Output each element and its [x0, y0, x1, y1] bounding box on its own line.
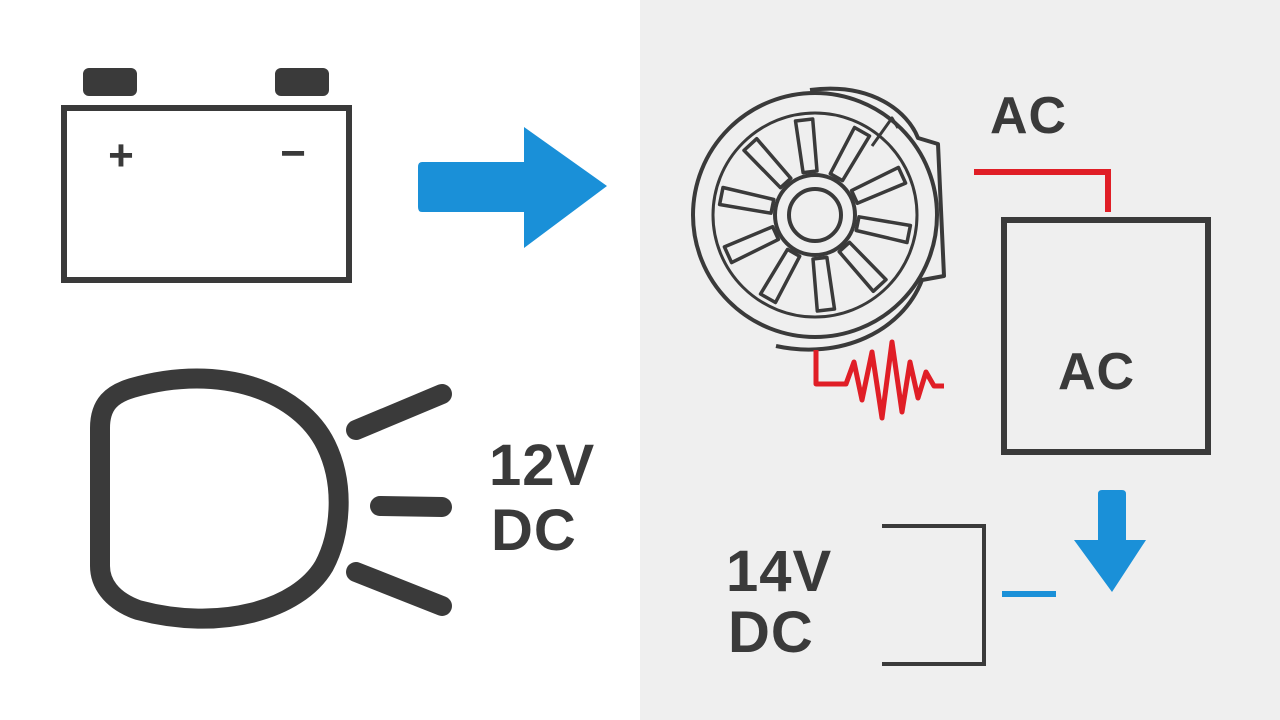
alternator-spoke [849, 165, 908, 206]
voltage-dc-label: DC [491, 498, 577, 563]
alternator-spoke [854, 215, 913, 245]
ac-top-label: AC [990, 87, 1068, 145]
alternator-spoke [758, 247, 802, 305]
ac-waveform-icon [813, 339, 944, 421]
alternator-hub-inner [787, 187, 843, 243]
alternator-spoke [717, 185, 776, 215]
right-diagram [640, 0, 1280, 720]
headlight-housing [90, 368, 349, 629]
voltage-dc-label-right: DC [728, 600, 814, 665]
arrow-down-icon [1074, 490, 1146, 592]
alternator-hub [773, 173, 857, 257]
right-background [640, 0, 1280, 720]
alternator-spoke [722, 224, 781, 265]
alternator-spoke [811, 255, 837, 313]
arrow-right-icon [418, 127, 607, 248]
battery-positive-sign: + [108, 131, 134, 180]
light-beam-middle [370, 496, 452, 517]
battery-body [61, 105, 352, 283]
alternator-spoke [742, 136, 793, 190]
dc-output-bracket [882, 524, 986, 666]
alternator-spoke [828, 125, 872, 183]
left-panel: + − 12V DC [61, 68, 607, 629]
battery-icon: + − [61, 68, 352, 283]
battery-terminal-right [275, 68, 329, 96]
alternator-housing [775, 86, 946, 352]
ac-box-label: AC [1058, 343, 1136, 401]
voltage-14v-label: 14V [726, 539, 833, 604]
alternator-brush [870, 116, 900, 147]
light-beam-bottom [346, 562, 452, 616]
alternator-outer-ring [691, 91, 939, 339]
ac-box [1001, 217, 1211, 455]
battery-terminal-left [83, 68, 137, 96]
alternator-spoke [837, 240, 888, 294]
alternator-icon [691, 86, 946, 352]
left-diagram: + − [61, 68, 607, 629]
voltage-12v-label: 12V [489, 433, 596, 498]
battery-negative-sign: − [280, 129, 306, 178]
alternator-spoke [793, 117, 819, 175]
light-beam-top [346, 384, 452, 440]
headlight-icon [90, 368, 452, 629]
alternator-inner-ring [711, 111, 919, 319]
right-panel: AC AC 14V DC [640, 0, 1280, 720]
ac-output-wire [974, 169, 1111, 212]
alternator-spokes [717, 117, 913, 313]
